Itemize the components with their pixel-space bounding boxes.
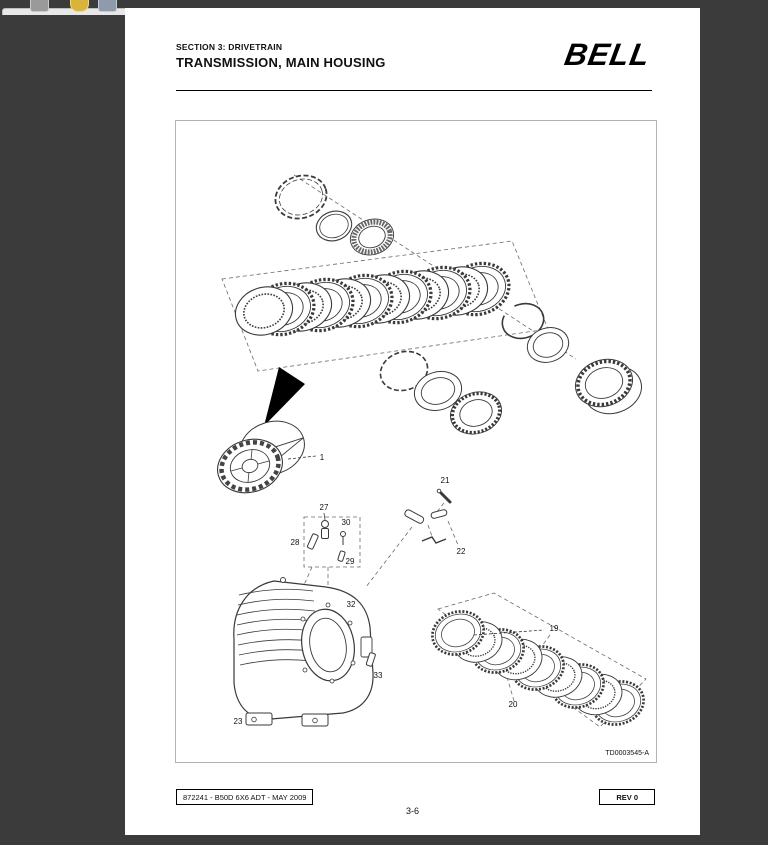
callout-21: 21 [441,476,450,485]
header-rule [176,90,652,91]
bell-logo: BELL [562,37,654,72]
section-label: SECTION 3: DRIVETRAIN [176,42,283,52]
callout-22: 22 [457,547,466,556]
main-housing [233,577,374,727]
callout-32: 32 [347,600,356,609]
callout-23: 23 [234,717,243,726]
page-title: TRANSMISSION, MAIN HOUSING [176,55,386,70]
valve-group [306,512,346,562]
hand-tool-icon[interactable] [98,0,117,12]
upper-clutch-pack [228,254,518,344]
callout-20: 20 [509,700,518,709]
lever-parts [404,488,452,544]
mid-rings [379,350,502,435]
right-rings [501,302,642,415]
callout-27: 27 [320,503,329,512]
callout-29: 29 [346,557,355,566]
page-number: 3-6 [405,806,419,816]
figure-code: TD0003545-A [605,750,649,757]
callout-33: 33 [374,671,383,680]
document-page: SECTION 3: DRIVETRAIN TRANSMISSION, MAIN… [125,8,700,835]
callout-28: 28 [291,538,300,547]
lower-clutch-pack [425,603,651,733]
retaining-rings-top [274,174,395,256]
revision-badge: REV 0 [599,789,655,805]
highlight-icon[interactable] [70,0,89,12]
pointer-arrow [264,367,305,426]
callout-1: 1 [320,453,325,462]
print-icon[interactable] [30,0,49,12]
doc-reference: 872241 - B50D 6X6 ADT - MAY 2009 [176,789,314,805]
clutch-drum [217,420,317,494]
page-header: SECTION 3: DRIVETRAIN TRANSMISSION, MAIN… [176,37,654,88]
bolt-part [365,652,376,667]
callout-19: 19 [550,624,559,633]
diagram-figure: 1 27 28 30 29 21 22 32 23 33 19 20 TD000… [175,120,657,763]
exploded-diagram: 1 27 28 30 29 21 22 32 23 33 19 20 [217,174,651,733]
callout-30: 30 [342,518,351,527]
